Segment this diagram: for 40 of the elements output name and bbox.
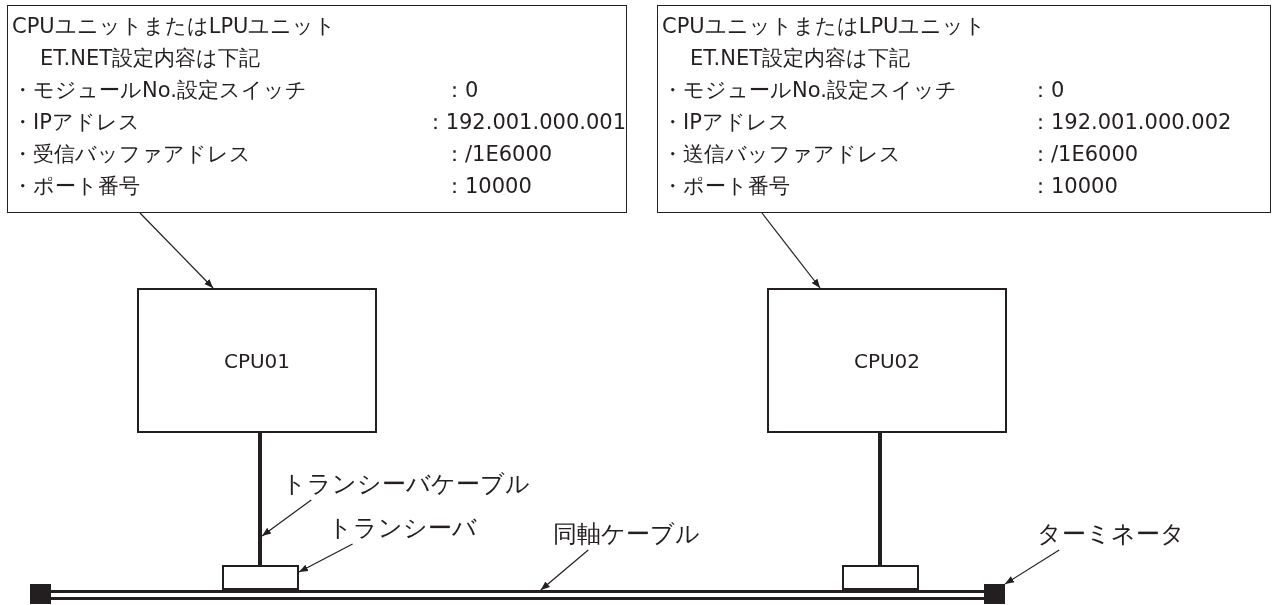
- setting-value: ：/1E6000: [1030, 141, 1139, 168]
- subheading-text: ET.NET設定内容は下記: [40, 45, 261, 72]
- part-label: トランシーバ: [328, 512, 477, 544]
- settings-box: [657, 5, 1271, 213]
- arrow: [139, 212, 214, 289]
- settings-box: [7, 5, 627, 213]
- terminator-block: [984, 584, 1005, 604]
- transceiver-cable: [878, 433, 882, 565]
- setting-name: ・ポート番号: [12, 173, 141, 200]
- setting-name: ・送信バッファアドレス: [662, 141, 902, 168]
- setting-value: ：192.001.000.001: [424, 109, 626, 136]
- setting-value: ：0: [444, 77, 479, 104]
- setting-value: ：10000: [444, 173, 532, 200]
- terminator-block: [30, 584, 51, 604]
- setting-value: ：192.001.000.002: [1030, 109, 1232, 136]
- setting-name: ・モジュールNo.設定スイッチ: [12, 77, 308, 104]
- leader-line: [298, 543, 354, 573]
- part-label: トランシーバケーブル: [282, 468, 530, 500]
- transceiver-box: [222, 565, 299, 590]
- part-label: 同軸ケーブル: [553, 518, 700, 550]
- part-label: ターミネータ: [1037, 518, 1185, 550]
- setting-name: ・IPアドレス: [662, 109, 791, 136]
- transceiver-box: [842, 565, 919, 590]
- cpu-box: CPU02: [767, 288, 1007, 433]
- heading-text: CPUユニットまたはLPUユニット: [662, 13, 987, 40]
- setting-name: ・IPアドレス: [12, 109, 141, 136]
- subheading-text: ET.NET設定内容は下記: [690, 45, 911, 72]
- cpu-box: CPU01: [137, 288, 377, 433]
- transceiver-cable: [258, 433, 262, 565]
- leader-line: [540, 549, 589, 591]
- setting-name: ・ポート番号: [662, 173, 791, 200]
- heading-text: CPUユニットまたはLPUユニット: [12, 13, 337, 40]
- arrow: [761, 212, 821, 289]
- setting-value: ：/1E6000: [444, 141, 553, 168]
- leader-line: [261, 499, 312, 537]
- setting-name: ・モジュールNo.設定スイッチ: [662, 77, 958, 104]
- leader-line: [1004, 549, 1060, 585]
- setting-value: ：0: [1030, 77, 1065, 104]
- setting-value: ：10000: [1030, 173, 1118, 200]
- setting-name: ・受信バッファアドレス: [12, 141, 252, 168]
